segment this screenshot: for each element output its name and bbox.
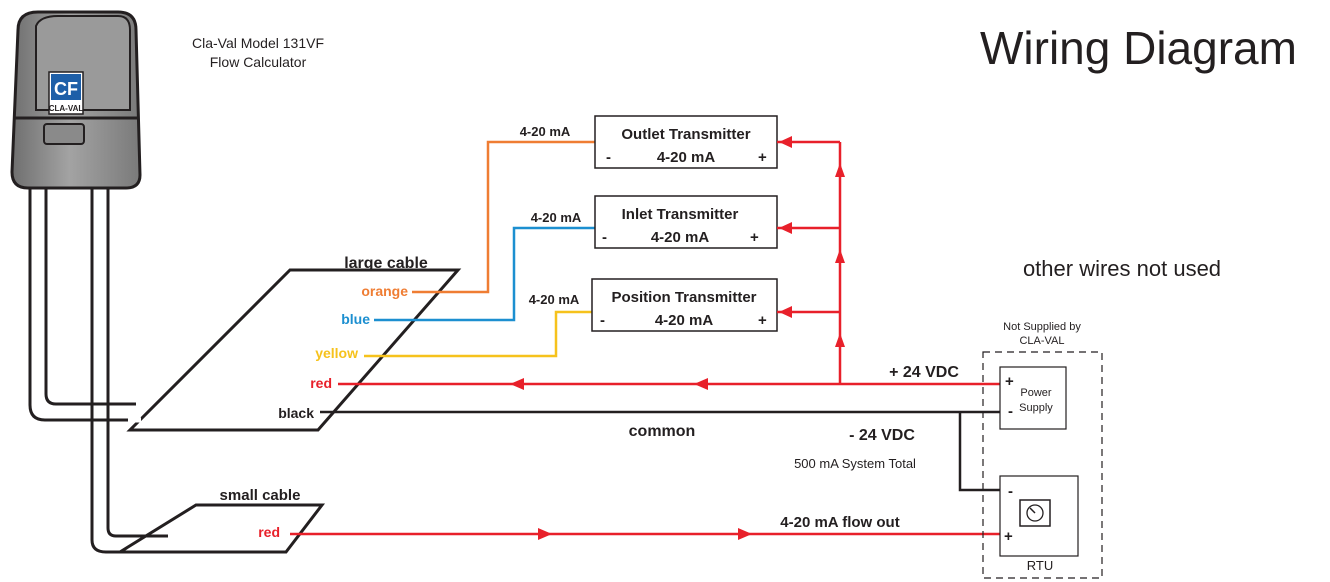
inlet-transmitter: Inlet Transmitter 4-20 mA - + — [594, 195, 778, 249]
inlet-wire-label: 4-20 mA — [531, 210, 582, 225]
outlet-transmitter-name: Outlet Transmitter — [621, 126, 750, 143]
inlet-transmitter-name: Inlet Transmitter — [622, 206, 739, 223]
large-cable-label: large cable — [344, 255, 428, 272]
power-supply: Power Supply + - — [999, 366, 1067, 430]
small-cable-outline — [114, 503, 326, 554]
wire-label-yellow: yellow — [315, 345, 358, 361]
plus-24vdc-arrows — [510, 136, 845, 390]
rtu-label: RTU — [1027, 558, 1053, 573]
inlet-minus: - — [602, 229, 607, 246]
position-plus: + — [758, 312, 767, 329]
inlet-transmitter-signal: 4-20 mA — [651, 229, 710, 246]
position-transmitter-name: Position Transmitter — [611, 289, 756, 306]
small-cable-wire-red: red — [258, 524, 280, 540]
power-supply-minus: - — [1008, 403, 1013, 420]
cla-val-logo: CF CLA-VAL — [48, 71, 84, 115]
large-cable-outline — [126, 268, 462, 432]
logo-text: CLA-VAL — [49, 104, 84, 113]
common-wire — [320, 410, 1000, 492]
wire-yellow — [364, 310, 592, 358]
outlet-transmitter-signal: 4-20 mA — [657, 149, 716, 166]
rtu-minus: - — [1008, 483, 1013, 500]
inlet-plus: + — [750, 229, 759, 246]
svg-text:CF: CF — [54, 79, 78, 99]
position-minus: - — [600, 312, 605, 329]
not-supplied-line1: Not Supplied by — [1003, 321, 1081, 333]
small-cable-label: small cable — [220, 487, 301, 504]
outlet-transmitter: Outlet Transmitter 4-20 mA - + — [594, 115, 778, 169]
outlet-plus: + — [758, 149, 767, 166]
minus-24vdc-label: - 24 VDC — [849, 427, 915, 444]
flow-calculator-device: CF CLA-VAL — [10, 10, 142, 190]
power-supply-plus: + — [1005, 373, 1014, 390]
plus-24vdc-label: + 24 VDC — [889, 364, 959, 381]
power-supply-line1: Power — [1020, 387, 1052, 399]
device-name-line1: Cla-Val Model 131VF — [192, 35, 324, 51]
flow-out-arrows — [538, 528, 752, 540]
position-transmitter: Position Transmitter 4-20 mA - + — [591, 278, 778, 332]
not-supplied-line2: CLA-VAL — [1019, 335, 1064, 347]
device-cables — [28, 188, 168, 554]
not-supplied-region — [982, 351, 1103, 579]
outlet-minus: - — [606, 149, 611, 166]
rtu: - + RTU — [999, 475, 1079, 573]
flow-out-label: 4-20 mA flow out — [780, 514, 899, 531]
wire-label-black: black — [278, 405, 314, 421]
wire-blue — [374, 226, 595, 322]
device-name-line2: Flow Calculator — [210, 54, 307, 70]
power-supply-line2: Supply — [1019, 402, 1053, 414]
position-wire-label: 4-20 mA — [529, 292, 580, 307]
system-total-label: 500 mA System Total — [794, 456, 916, 471]
wire-label-orange: orange — [361, 283, 408, 299]
plus-24vdc-bus — [338, 140, 1000, 386]
common-label: common — [629, 423, 696, 440]
position-transmitter-signal: 4-20 mA — [655, 312, 714, 329]
other-wires-note: other wires not used — [1023, 256, 1221, 281]
wire-label-red: red — [310, 375, 332, 391]
wire-orange — [412, 140, 595, 294]
rtu-plus: + — [1004, 528, 1013, 545]
page-title: Wiring Diagram — [980, 22, 1297, 74]
outlet-wire-label: 4-20 mA — [520, 124, 571, 139]
wire-label-blue: blue — [341, 311, 370, 327]
